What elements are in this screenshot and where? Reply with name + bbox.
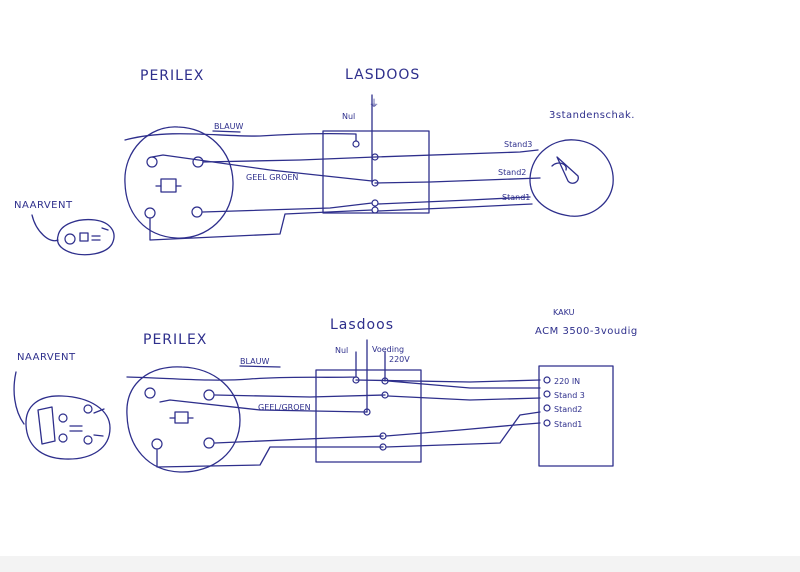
bottom-fan-label: NAARVENT: [17, 352, 76, 363]
top-fan-plug: [31, 214, 115, 256]
bottom-wire-blauw: BLAUW: [240, 357, 269, 366]
bottom-kaku-title: KAKU: [553, 308, 575, 317]
top-wire-geelgroen: GEEL GROEN: [246, 173, 298, 182]
top-nul-label: Nul: [342, 112, 355, 121]
bottom-fan-plug: [13, 371, 111, 460]
bottom-kaku-model: ACM 3500-3voudig: [535, 326, 638, 337]
bottom-lasdoos-label: Lasdoos: [330, 317, 394, 333]
bottom-term-stand2: Stand2: [554, 405, 582, 414]
top-switch-label: 3standenschak.: [549, 110, 635, 121]
bottom-perilex-plug: [126, 366, 241, 473]
top-perilex-plug: [124, 126, 234, 239]
top-stand3-label: Stand3: [504, 140, 532, 149]
top-fan-label: NAARVENT: [14, 200, 73, 211]
bottom-term-stand1: Stand1: [554, 420, 582, 429]
top-stand1-label: Stand1: [502, 193, 530, 202]
bottom-perilex-label: PERILEX: [143, 332, 207, 348]
top-wire-blauw: BLAUW: [214, 122, 243, 131]
top-stand2-label: Stand2: [498, 168, 526, 177]
bottom-kaku-box: [538, 365, 614, 467]
bottom-wire-geelgroen: GEEL/GROEN: [258, 403, 311, 412]
bottom-term-stand3: Stand 3: [554, 391, 585, 400]
top-diagram: PERILEX LASDOOS Nul ⏚ BLAUW GEEL GROEN 3: [14, 67, 635, 256]
bottom-diagram: PERILEX Lasdoos Nul Voeding 220V BLAUW G…: [13, 308, 638, 473]
top-earth-label: ⏚: [369, 98, 380, 110]
paper-edge: [0, 556, 800, 572]
bottom-nul-label: Nul: [335, 346, 348, 355]
bottom-voeding-label: Voeding: [372, 345, 404, 354]
bottom-voeding-voltage: 220V: [389, 355, 410, 364]
bottom-term-220in: 220 IN: [554, 377, 580, 386]
bottom-lasdoos-box: [315, 369, 422, 463]
top-3-standen-switch: [529, 139, 614, 217]
top-lasdoos-label: LASDOOS: [345, 67, 420, 83]
top-perilex-label: PERILEX: [140, 68, 204, 84]
